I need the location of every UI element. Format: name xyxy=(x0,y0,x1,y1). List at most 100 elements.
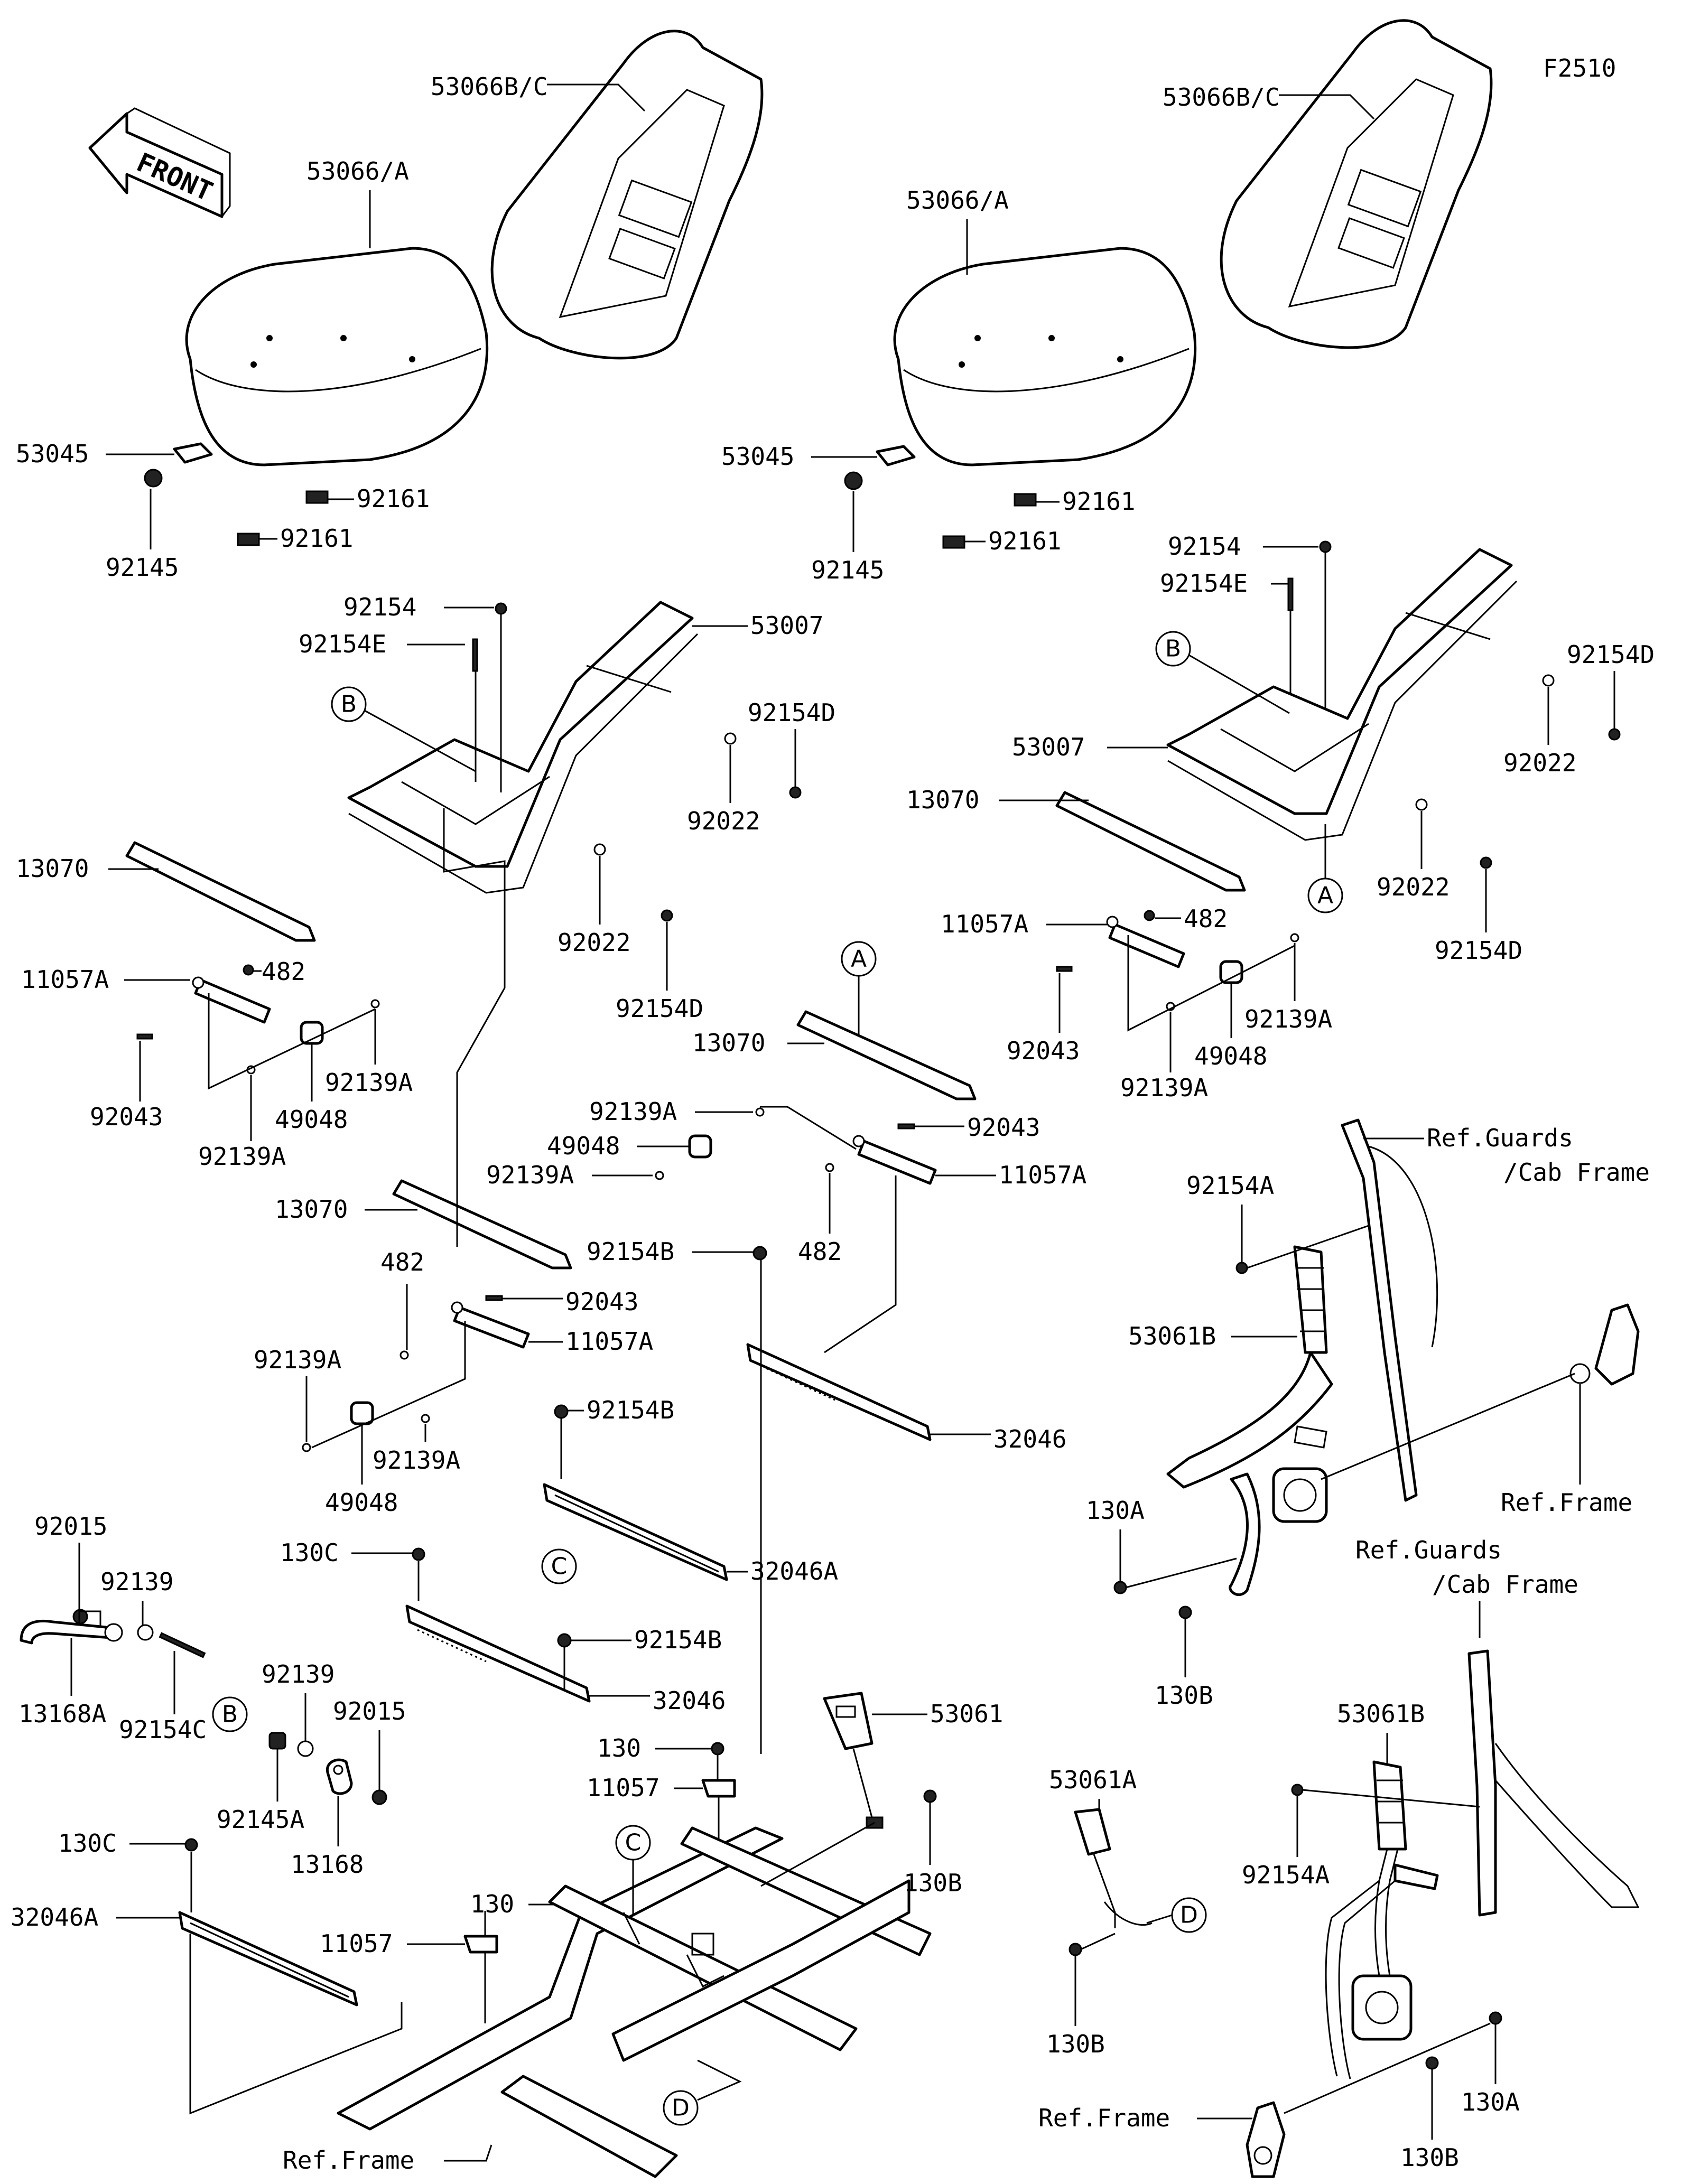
right-bolt-d-lower-icon xyxy=(1480,856,1492,869)
svg-text:C: C xyxy=(551,1553,568,1580)
right-plate-icon xyxy=(1055,791,1246,892)
callout-d-bottom xyxy=(663,2090,699,2126)
left-washer-lower-label: 92022 xyxy=(558,928,630,957)
svg-text:A: A xyxy=(1317,882,1333,909)
lever-rod-icon xyxy=(20,1619,123,1645)
right-collar-label: 49048 xyxy=(1194,1042,1267,1070)
left-spring-label: 92145 xyxy=(106,553,179,582)
center-link-2-icon xyxy=(451,1301,530,1349)
center-rail-a2-icon xyxy=(178,1911,358,2006)
upper-bolt-130b-label: 130B xyxy=(1155,1681,1213,1710)
lever-ring-1-icon xyxy=(137,1624,154,1641)
center-bracket-11057-2-icon xyxy=(463,1935,498,1954)
lever-ring-2-label: 92139 xyxy=(262,1660,335,1688)
center-ring-a1-label: 92139A xyxy=(589,1097,677,1126)
left-damper-upper-label: 92161 xyxy=(357,484,430,513)
lever-b-label: 13168 xyxy=(291,1850,364,1879)
left-washer-upper-icon xyxy=(724,732,737,745)
right-ring-right-icon xyxy=(1290,933,1299,942)
left-bolt-top-icon xyxy=(495,602,507,615)
center-rail-2-label: 32046 xyxy=(653,1686,726,1715)
center-bolt-b2-label: 92154B xyxy=(587,1396,674,1424)
buckle-bolt-label: 130B xyxy=(904,1869,962,1897)
right-bolt-d-lower-label: 92154D xyxy=(1435,936,1522,965)
center-ring-21-icon xyxy=(302,1443,311,1452)
right-ring-low-label: 92139A xyxy=(1120,1074,1208,1102)
right-cushion-icon xyxy=(893,247,1197,466)
ref-frame-right-lower-label: Ref.Frame xyxy=(1038,2104,1170,2132)
left-cushion-icon xyxy=(185,247,489,466)
center-plate-2-label: 13070 xyxy=(275,1195,348,1224)
left-plate-icon xyxy=(125,841,316,942)
left-washer-lower-icon xyxy=(593,843,606,856)
left-bolt-top-label: 92154 xyxy=(343,593,416,621)
right-pin-icon xyxy=(1056,966,1073,972)
guards-lower-line1: Ref.Guards xyxy=(1355,1536,1502,1564)
left-link-label: 11057A xyxy=(21,965,109,994)
center-bolt-130-1-label: 130 xyxy=(597,1734,641,1762)
center-pin-2-label: 92043 xyxy=(565,1287,638,1316)
lower-anchor-bolt-icon xyxy=(1291,1784,1304,1796)
center-link-a-icon xyxy=(852,1135,937,1185)
center-bolt-130-2-label: 130 xyxy=(470,1890,514,1918)
ref-frame-right-upper-label: Ref.Frame xyxy=(1501,1488,1632,1517)
center-bolt-130c-2-label: 130C xyxy=(58,1829,117,1858)
center-link-a-label: 11057A xyxy=(999,1161,1086,1189)
center-collar-a-icon xyxy=(688,1134,712,1159)
ref-frame-bottom-label: Ref.Frame xyxy=(283,2146,414,2174)
lever-nut-1-label: 92015 xyxy=(34,1512,107,1541)
left-damper-upper-icon xyxy=(305,490,329,504)
center-bolt-130c-1-label: 130C xyxy=(280,1538,339,1567)
upper-bolt-130a-icon xyxy=(1113,1581,1127,1594)
center-clip-a-label: 482 xyxy=(798,1237,842,1266)
left-frame-label: 53007 xyxy=(750,611,823,640)
center-rail-1-label: 32046 xyxy=(993,1425,1066,1453)
left-bolt-e-icon xyxy=(472,638,478,672)
lever-nut-2-label: 92015 xyxy=(333,1697,406,1725)
center-collar-a-label: 49048 xyxy=(547,1132,620,1160)
left-collar-icon xyxy=(300,1021,324,1045)
chassis-frame-icon xyxy=(337,1826,932,2178)
center-bolt-b3-label: 92154B xyxy=(634,1626,722,1654)
left-bolt-d-lower-label: 92154D xyxy=(616,994,703,1023)
lever-ring-2-icon xyxy=(297,1740,314,1757)
right-bracket-icon xyxy=(876,445,916,466)
right-frame-icon xyxy=(1166,548,1518,841)
right-link-icon xyxy=(1106,910,1185,968)
center-collar-2-label: 49048 xyxy=(325,1488,398,1517)
center-rail-a2-label: 32046A xyxy=(11,1903,98,1931)
right-bolt-e-label: 92154E xyxy=(1160,569,1248,598)
left-ring-right-icon xyxy=(370,999,380,1009)
svg-text:D: D xyxy=(1180,1902,1198,1929)
guards-upper-line2: /Cab Frame xyxy=(1503,1158,1650,1187)
lever-label: 13168A xyxy=(18,1700,106,1728)
left-collar-label: 49048 xyxy=(275,1105,348,1134)
lower-belt-label: 53061B xyxy=(1337,1700,1425,1728)
lower-bolt-130a-icon xyxy=(1489,2011,1502,2025)
lever-ring-1-label: 92139 xyxy=(100,1567,173,1596)
lower-guard-post-icon xyxy=(1467,1649,1640,1917)
center-collar-2-icon xyxy=(350,1401,374,1425)
front-arrow-icon: FRONT xyxy=(88,107,231,218)
upper-bolt-130a-label: 130A xyxy=(1086,1496,1145,1525)
svg-text:B: B xyxy=(341,691,357,718)
left-link-icon xyxy=(192,964,271,1024)
lower-bolt-130b-label: 130B xyxy=(1400,2143,1459,2172)
lever-b-icon xyxy=(326,1758,353,1795)
callout-b-right xyxy=(1155,631,1191,667)
buckle-a-icon xyxy=(1074,1808,1153,1928)
lower-bolt-130a-label: 130A xyxy=(1461,2088,1520,2116)
right-washer-upper-icon xyxy=(1542,674,1555,687)
left-bolt-d-lower-icon xyxy=(661,909,673,922)
center-ring-a1-icon xyxy=(755,1107,765,1117)
lever-bolt-c-icon xyxy=(159,1632,206,1658)
center-bolt-130c-1-icon xyxy=(412,1547,425,1561)
left-spring-icon xyxy=(144,469,163,488)
center-rail-1-icon xyxy=(746,1343,932,1441)
left-bolt-d-upper-icon xyxy=(789,786,802,799)
lower-frame-stub-icon xyxy=(1246,2101,1286,2178)
right-ring-right-label: 92139A xyxy=(1244,1005,1332,1033)
callout-b-left xyxy=(331,686,367,722)
lever-spring-a-label: 92145A xyxy=(217,1805,304,1834)
